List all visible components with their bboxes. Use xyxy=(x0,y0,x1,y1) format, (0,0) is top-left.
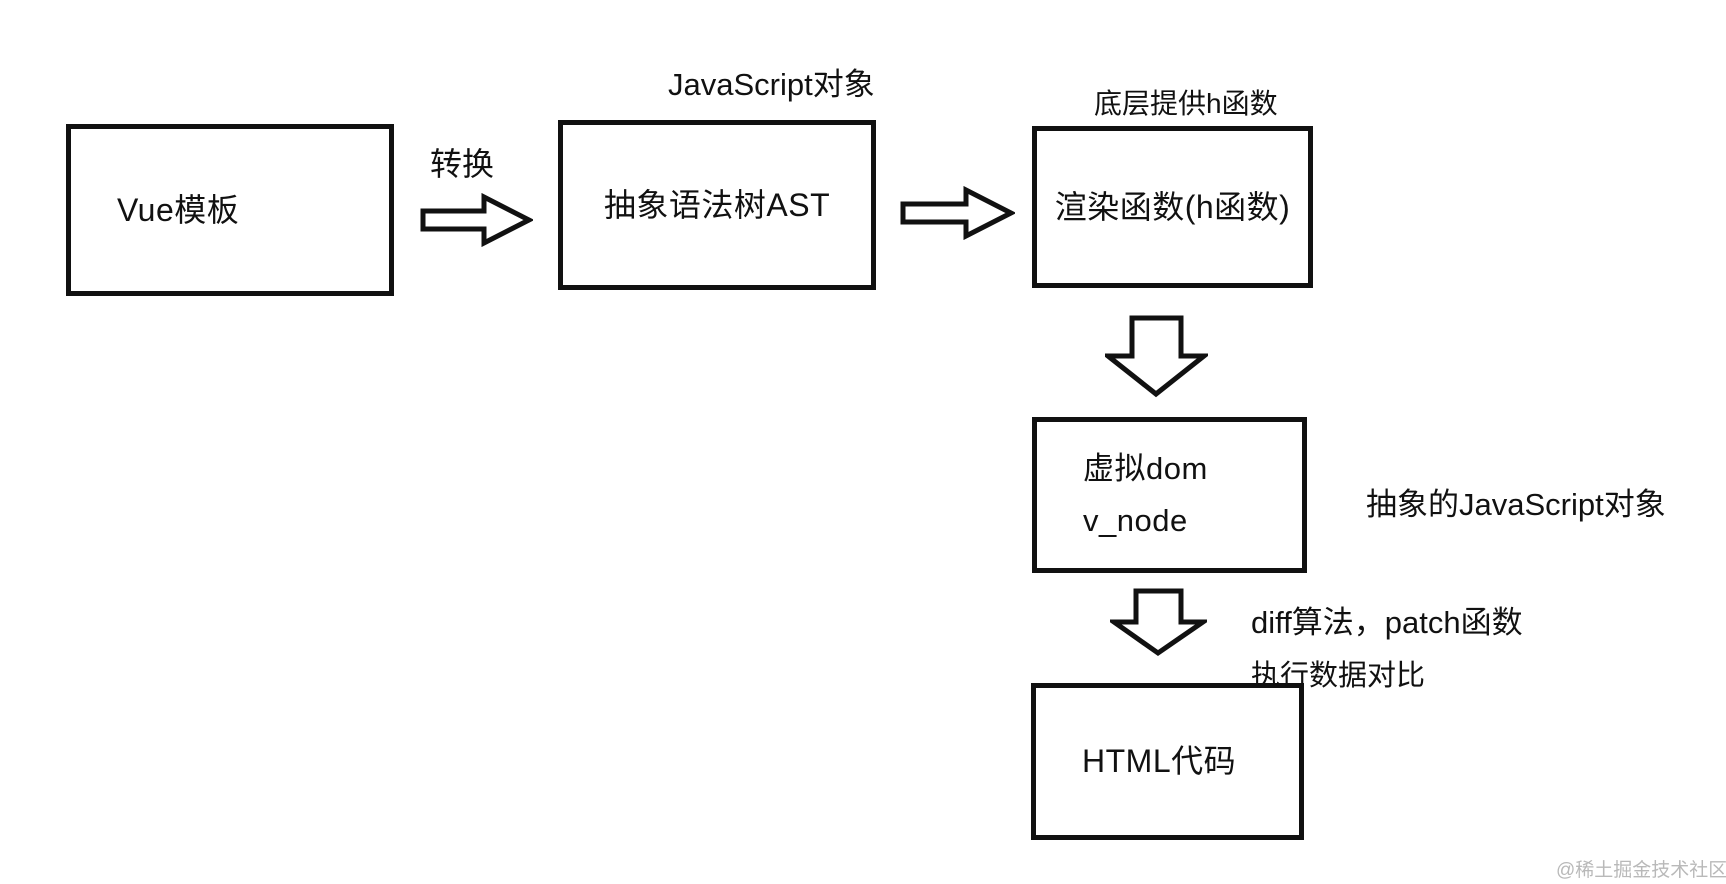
annotation-abstract-js-object: 抽象的JavaScript对象 xyxy=(1366,487,1666,522)
arrow-right-icon-transform xyxy=(420,193,533,247)
annotation-data-compare: 执行数据对比 xyxy=(1251,660,1426,692)
annotation-transform: 转换 xyxy=(430,146,495,182)
flow-box-ast-label: 抽象语法树AST xyxy=(603,186,831,223)
flow-box-virtual-dom: 虚拟dom v_node xyxy=(1032,417,1307,573)
flow-box-vue-template: Vue模板 xyxy=(66,124,394,296)
flow-box-render-function: 渲染函数(h函数) xyxy=(1032,126,1313,288)
flow-box-virtual-dom-line1: 虚拟dom xyxy=(1083,451,1208,486)
flow-box-virtual-dom-line2: v_node xyxy=(1083,503,1188,538)
watermark-juejin: @稀土掘金技术社区 xyxy=(1556,860,1726,881)
annotation-javascript-object: JavaScript对象 xyxy=(668,67,875,102)
annotation-diff-patch: diff算法，patch函数 xyxy=(1251,605,1523,640)
arrow-down-icon-to-html xyxy=(1110,588,1207,657)
arrow-down-icon-to-vdom xyxy=(1105,315,1208,398)
arrow-right-icon-to-render xyxy=(900,186,1015,240)
flow-box-html-code: HTML代码 xyxy=(1031,683,1304,840)
annotation-h-function: 底层提供h函数 xyxy=(1094,88,1278,119)
flow-box-render-function-label: 渲染函数(h函数) xyxy=(1054,188,1291,225)
flow-box-vue-template-label: Vue模板 xyxy=(117,191,240,228)
flow-box-html-code-label: HTML代码 xyxy=(1082,743,1237,780)
flow-box-ast: 抽象语法树AST xyxy=(558,120,876,290)
